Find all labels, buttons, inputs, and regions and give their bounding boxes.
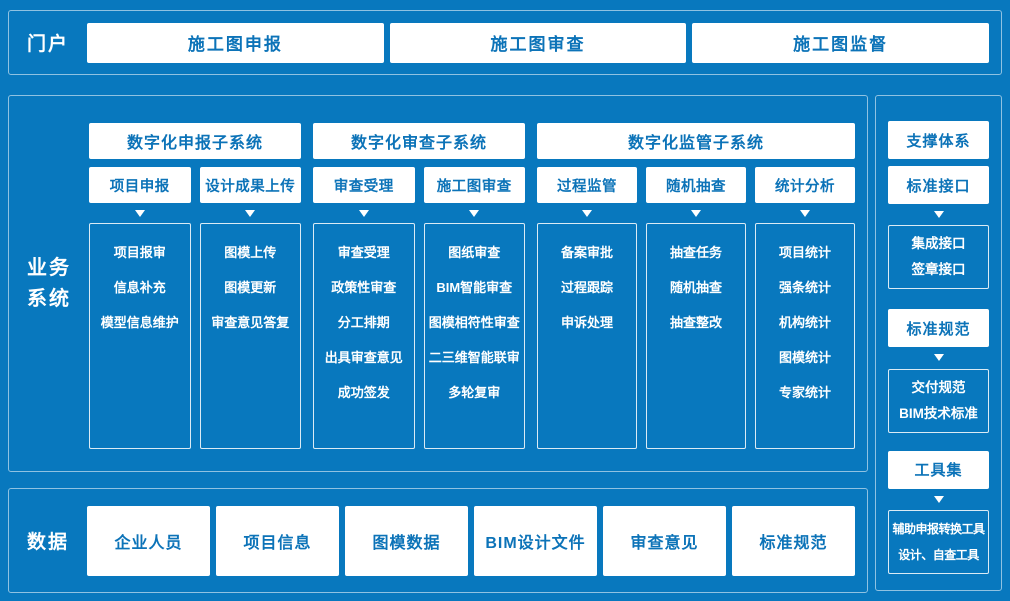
feature-list: 审查受理 政策性审查 分工排期 出具审查意见 成功签发: [313, 223, 415, 449]
module-header[interactable]: 施工图审查: [423, 167, 525, 203]
business-label: 业务 系统: [9, 96, 89, 471]
subsystem-declare: 数字化申报子系统 项目申报 项目报审 信息补充 模型信息维护 设计成果上传: [89, 123, 301, 449]
module-column: 设计成果上传 图模上传 图模更新 审查意见答复: [199, 167, 301, 449]
data-store-drawing-model-data[interactable]: 图模数据: [345, 505, 468, 576]
data-store-enterprise-personnel[interactable]: 企业人员: [87, 505, 210, 576]
feature-item: 二三维智能联审: [428, 350, 520, 365]
data-store-bim-design-files[interactable]: BIM设计文件: [474, 505, 597, 576]
support-detail-item: 交付规范: [911, 379, 966, 395]
module-header[interactable]: 项目申报: [89, 167, 191, 203]
feature-item: 政策性审查: [331, 280, 397, 295]
subsystem-review: 数字化审查子系统 审查受理 审查受理 政策性审查 分工排期 出具审查意见 成功签…: [313, 123, 525, 449]
arrow-down-icon: [358, 209, 369, 217]
support-detail-item: BIM技术标准: [899, 405, 978, 421]
feature-item: 备案审批: [560, 245, 613, 260]
business-groups: 数字化申报子系统 项目申报 项目报审 信息补充 模型信息维护 设计成果上传: [89, 123, 855, 449]
feature-item: 图模更新: [224, 280, 277, 295]
feature-item: 信息补充: [113, 280, 166, 295]
portal-label: 门户: [26, 34, 69, 55]
feature-item: 审查意见答复: [211, 315, 290, 330]
support-detail-tools: 辅助申报转换工具 设计、自查工具: [888, 509, 989, 574]
support-panel: 支撑体系 标准接口 集成接口 签章接口 标准规范 交付规范 BIM技术标准 工具…: [875, 95, 1002, 591]
feature-list: 图模上传 图模更新 审查意见答复: [199, 223, 301, 449]
data-label: 数据: [26, 532, 69, 553]
subsystem-title[interactable]: 数字化申报子系统: [89, 123, 301, 159]
support-detail-interfaces: 集成接口 签章接口: [888, 225, 989, 290]
subsystem-supervise: 数字化监管子系统 过程监管 备案审批 过程跟踪 申诉处理 随机抽查: [537, 123, 855, 449]
feature-item: 项目报审: [113, 245, 166, 260]
feature-item: 图模统计: [778, 350, 831, 365]
support-detail-standards: 交付规范 BIM技术标准: [888, 368, 989, 433]
feature-item: 分工排期: [337, 315, 390, 330]
feature-item: 审查受理: [337, 245, 390, 260]
arrow-down-icon: [800, 209, 810, 217]
feature-list: 备案审批 过程跟踪 申诉处理: [537, 223, 637, 449]
feature-list: 抽查任务 随机抽查 抽查整改: [646, 223, 746, 449]
support-header-standards[interactable]: 标准规范: [888, 309, 989, 348]
feature-item: 图纸审查: [448, 245, 501, 260]
feature-item: 项目统计: [778, 245, 831, 260]
module-column: 审查受理 审查受理 政策性审查 分工排期 出具审查意见 成功签发: [313, 167, 415, 449]
feature-item: 模型信息维护: [100, 315, 179, 330]
portal-button-supervise[interactable]: 施工图监督: [692, 22, 990, 63]
feature-item: 过程跟踪: [560, 280, 613, 295]
arrow-down-icon: [469, 209, 480, 217]
portal-button-declare[interactable]: 施工图申报: [87, 22, 384, 63]
feature-item: 专家统计: [778, 385, 831, 400]
feature-item: 抽查整改: [669, 315, 722, 330]
arrow-down-icon: [933, 211, 944, 219]
support-header-interfaces[interactable]: 标准接口: [888, 166, 989, 204]
feature-list: 图纸审查 BIM智能审查 图模相符性审查 二三维智能联审 多轮复审: [423, 223, 525, 449]
data-store-project-info[interactable]: 项目信息: [216, 505, 339, 576]
module-header[interactable]: 过程监管: [537, 167, 637, 203]
business-label-line1: 业务: [27, 256, 71, 279]
data-store-standards[interactable]: 标准规范: [732, 505, 855, 576]
module-column: 统计分析 项目统计 强条统计 机构统计 图模统计 专家统计: [755, 167, 855, 449]
arrow-down-icon: [933, 354, 944, 362]
feature-item: 图模相符性审查: [428, 315, 520, 330]
feature-list: 项目统计 强条统计 机构统计 图模统计 专家统计: [755, 223, 855, 449]
business-panel: 业务 系统 数字化申报子系统 项目申报 项目报审 信息补充 模型信息维护: [8, 95, 868, 472]
module-column: 随机抽查 抽查任务 随机抽查 抽查整改: [646, 167, 746, 449]
support-header-tools[interactable]: 工具集: [888, 450, 989, 489]
feature-item: BIM智能审查: [436, 280, 513, 295]
data-panel: 数据 企业人员 项目信息 图模数据 BIM设计文件 审查意见 标准规范: [8, 488, 868, 593]
portal-buttons: 施工图申报 施工图审查 施工图监督: [87, 22, 990, 63]
feature-item: 机构统计: [778, 315, 831, 330]
module-header[interactable]: 随机抽查: [646, 167, 746, 203]
module-column: 施工图审查 图纸审查 BIM智能审查 图模相符性审查 二三维智能联审 多轮复审: [423, 167, 525, 449]
feature-item: 图模上传: [224, 245, 277, 260]
arrow-down-icon: [134, 209, 145, 217]
data-boxes: 企业人员 项目信息 图模数据 BIM设计文件 审查意见 标准规范: [87, 505, 855, 576]
subsystem-title[interactable]: 数字化审查子系统: [313, 123, 525, 159]
module-header[interactable]: 审查受理: [313, 167, 415, 203]
feature-item: 多轮复审: [448, 385, 501, 400]
business-label-line2: 系统: [27, 287, 71, 310]
module-column: 项目申报 项目报审 信息补充 模型信息维护: [89, 167, 191, 449]
feature-item: 抽查任务: [669, 245, 722, 260]
feature-item: 成功签发: [337, 385, 390, 400]
feature-list: 项目报审 信息补充 模型信息维护: [89, 223, 191, 449]
support-detail-item: 辅助申报转换工具: [892, 521, 985, 536]
portal-button-review[interactable]: 施工图审查: [389, 22, 687, 63]
portal-panel: 门户 施工图申报 施工图审查 施工图监督: [8, 10, 1002, 75]
support-detail-item: 集成接口: [911, 236, 966, 252]
arrow-down-icon: [582, 209, 592, 217]
feature-item: 随机抽查: [669, 280, 722, 295]
arrow-down-icon: [245, 209, 256, 217]
data-store-review-opinions[interactable]: 审查意见: [603, 505, 726, 576]
support-detail-item: 签章接口: [911, 262, 966, 278]
arrow-down-icon: [933, 495, 944, 503]
module-column: 过程监管 备案审批 过程跟踪 申诉处理: [537, 167, 637, 449]
support-title[interactable]: 支撑体系: [888, 121, 989, 159]
feature-item: 申诉处理: [560, 315, 613, 330]
feature-item: 出具审查意见: [324, 350, 403, 365]
subsystem-title[interactable]: 数字化监管子系统: [537, 123, 855, 159]
arrow-down-icon: [691, 209, 701, 217]
module-header[interactable]: 统计分析: [755, 167, 855, 203]
module-header[interactable]: 设计成果上传: [199, 167, 301, 203]
feature-item: 强条统计: [778, 280, 831, 295]
support-detail-item: 设计、自查工具: [898, 547, 979, 562]
